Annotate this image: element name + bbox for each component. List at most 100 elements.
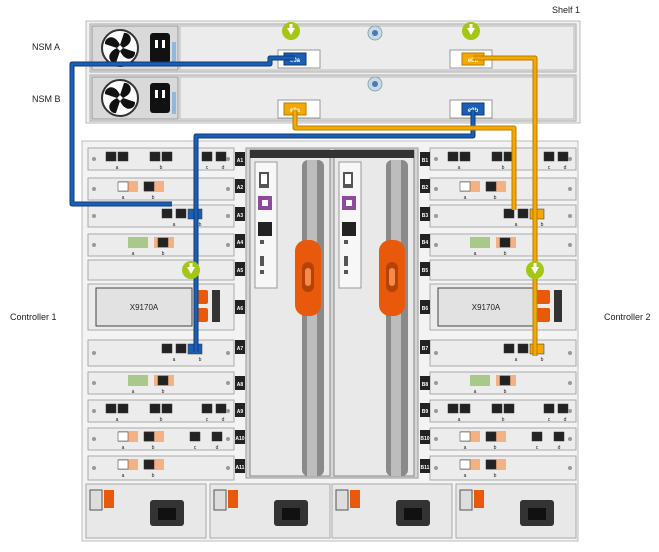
port (531, 431, 543, 442)
port (105, 403, 117, 414)
slot-label: A10 (235, 436, 244, 442)
port-letter: b (160, 417, 163, 423)
port-letter: a (116, 165, 119, 171)
port (211, 431, 223, 442)
port (161, 151, 173, 162)
slot-label-bg (420, 340, 430, 354)
port-letter: a (458, 417, 461, 423)
io-block-left (254, 161, 278, 289)
port (117, 181, 129, 192)
port (201, 151, 213, 162)
slot-label-bg (420, 179, 430, 193)
port-highlight (128, 237, 148, 248)
latch-icon (474, 490, 484, 508)
ethernet-icon (342, 196, 356, 210)
port-label: e0b (468, 58, 479, 64)
power-switch (89, 489, 103, 511)
port-letter: b (160, 165, 163, 171)
port-letter: c (206, 417, 209, 423)
slot-label-bg (235, 340, 245, 354)
module-handle (212, 290, 220, 322)
port (553, 431, 565, 442)
screw (92, 351, 96, 355)
screw (226, 437, 230, 441)
power-socket-icon (150, 83, 176, 114)
port (161, 343, 173, 354)
port-highlight (470, 237, 490, 248)
port-letter: b (152, 195, 155, 201)
port (149, 151, 161, 162)
port (175, 343, 187, 354)
slot-label-bg (235, 403, 245, 417)
port-letter: d (564, 417, 567, 423)
port-letter: b (494, 473, 497, 479)
slot-label: A11 (236, 465, 245, 471)
port-letter: b (541, 222, 544, 228)
port (485, 459, 497, 470)
screw (568, 243, 572, 247)
port-letter: a (515, 357, 518, 363)
screw (226, 187, 230, 191)
nsm-b-label: NSM B (32, 94, 61, 104)
port-letter: a (464, 195, 467, 201)
screw (568, 437, 572, 441)
screw (92, 157, 96, 161)
console-icon (342, 222, 356, 236)
slot-left-3 (87, 204, 235, 228)
center-module-area (245, 147, 419, 479)
port-letter: b (494, 195, 497, 201)
port (485, 181, 497, 192)
slot-right-3 (429, 204, 577, 228)
port-letter: a (122, 195, 125, 201)
port-letter: b (541, 357, 544, 363)
screw (568, 381, 572, 385)
slot-label: B2 (422, 185, 429, 191)
port-letter: b (504, 251, 507, 257)
port-letter: a (458, 165, 461, 171)
port-letter: c (536, 445, 539, 451)
port (491, 151, 503, 162)
port (215, 403, 227, 414)
port (459, 181, 471, 192)
controller-2-label: Controller 2 (604, 312, 651, 322)
slot-label-bg (235, 459, 245, 473)
port-letter: b (199, 222, 202, 228)
slot-right-7 (429, 339, 577, 367)
port (447, 403, 459, 414)
port-letter: c (194, 445, 197, 451)
screw (434, 409, 438, 413)
module-label: X9170A (472, 303, 501, 312)
slot-label-bg (420, 430, 430, 444)
latch-icon (536, 308, 550, 322)
x9170a-module (95, 287, 193, 327)
port-letter: b (162, 251, 165, 257)
screw (92, 437, 96, 441)
port (485, 431, 497, 442)
port-letter: b (502, 417, 505, 423)
slot-label: A7 (237, 346, 244, 352)
slot-label: B6 (422, 306, 429, 312)
module-handle (554, 290, 562, 322)
screw (568, 409, 572, 413)
console-icon (258, 222, 272, 236)
power-switch (459, 489, 473, 511)
slot-left-7 (87, 339, 235, 367)
port-letter: a (173, 357, 176, 363)
port-letter: a (122, 473, 125, 479)
power-switch (335, 489, 349, 511)
slot-label-bg (420, 376, 430, 390)
nsm-b-module (89, 74, 577, 122)
slot-right-5 (429, 259, 577, 281)
ethernet-icon (258, 196, 272, 210)
port (157, 237, 169, 248)
slot-left-5 (87, 259, 235, 281)
screw (226, 409, 230, 413)
arrow-down-icon (182, 261, 200, 279)
port (459, 403, 471, 414)
port-letter: b (152, 445, 155, 451)
slot-label: B10 (420, 436, 429, 442)
port (117, 151, 129, 162)
